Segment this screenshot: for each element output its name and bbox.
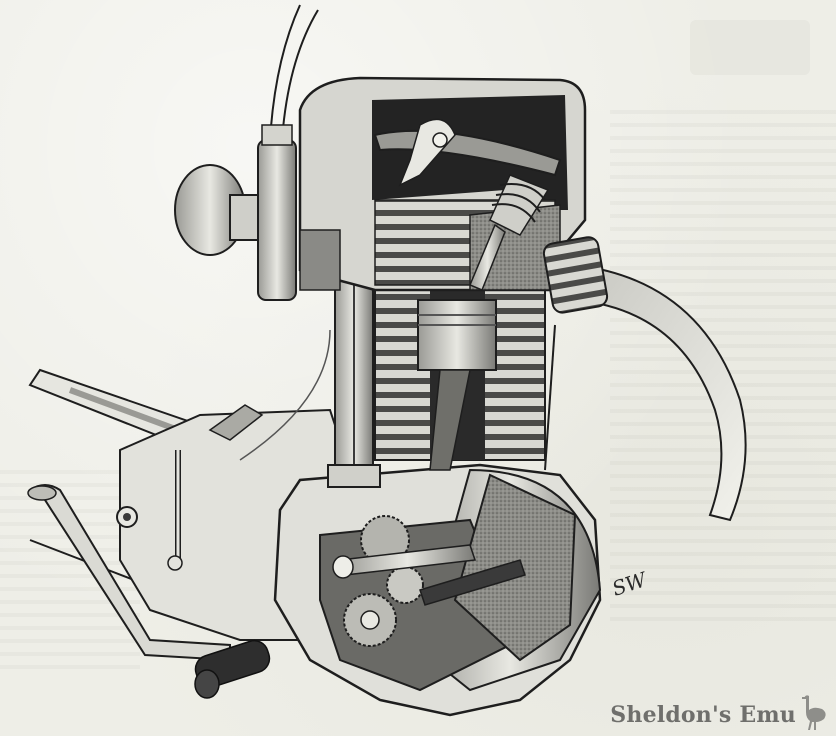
carburettor [174, 124, 341, 301]
show-through-text-left [0, 470, 140, 670]
exhaust-pipe [542, 236, 747, 522]
timing-gears [343, 515, 424, 647]
watermark-text: Sheldon's Emu [610, 702, 796, 728]
crankcase [273, 463, 602, 717]
show-through-heading [690, 20, 810, 75]
cylinder-barrel [374, 279, 546, 471]
control-cables [239, 4, 331, 461]
gear-lever [27, 450, 271, 699]
watermark: Sheldon's Emu [610, 692, 828, 732]
cylinder-head [298, 76, 587, 292]
emu-icon [802, 695, 826, 730]
valve-spring [469, 174, 550, 291]
